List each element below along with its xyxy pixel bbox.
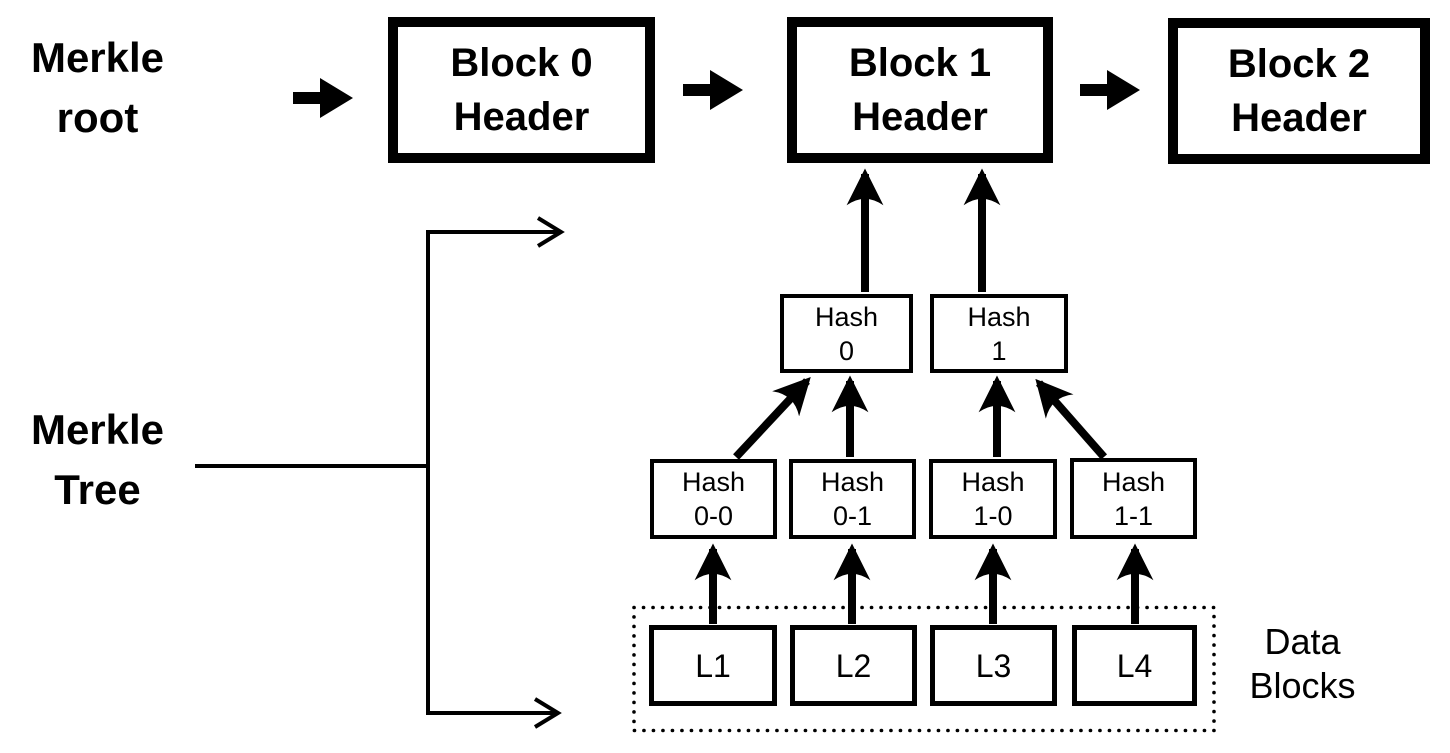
arrow-hash11-to-hash1 xyxy=(1035,378,1108,460)
block0-header-box: Block 0 Header xyxy=(388,17,655,163)
merkle-tree-label: Merkle Tree xyxy=(30,406,165,513)
leaf-l2-box: L2 xyxy=(790,625,917,706)
merkle-root-label: Merkle root xyxy=(30,34,165,141)
data-blocks-label: Data Blocks xyxy=(1249,621,1356,706)
block2-header-box: Block 2 Header xyxy=(1168,18,1430,164)
merkle-tree-bracket xyxy=(426,230,560,715)
bracket-top-arrowhead xyxy=(536,216,565,248)
leaf-l1-box: L1 xyxy=(649,625,777,706)
arrow-merkle-root-to-block0 xyxy=(293,78,353,118)
bracket-bottom-arrowhead xyxy=(533,697,562,729)
arrow-hash00-to-hash0 xyxy=(733,376,811,460)
arrow-block1-to-block2 xyxy=(1080,70,1140,110)
hash01-box: Hash 0-1 xyxy=(789,459,916,539)
leaf-l4-box: L4 xyxy=(1072,625,1197,706)
hash11-box: Hash 1-1 xyxy=(1070,458,1197,539)
hash0-box: Hash 0 xyxy=(780,294,913,373)
hash10-box: Hash 1-0 xyxy=(929,459,1057,539)
block1-header-box: Block 1 Header xyxy=(787,17,1053,163)
hash00-box: Hash 0-0 xyxy=(650,459,777,539)
arrow-block0-to-block1 xyxy=(683,70,743,110)
hash1-box: Hash 1 xyxy=(930,294,1068,373)
leaf-l3-box: L3 xyxy=(930,625,1057,706)
